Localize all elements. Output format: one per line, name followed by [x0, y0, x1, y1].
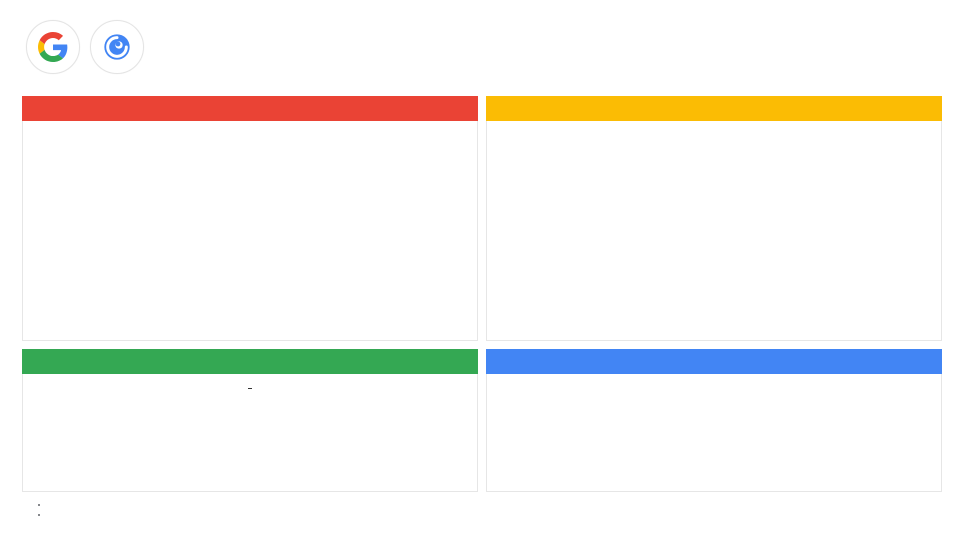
- reference-item-1: [48, 501, 940, 508]
- line-chart-nq: [894, 434, 933, 487]
- logo-group: [26, 20, 144, 74]
- cross-attention-diagram-graphic: [371, 185, 471, 243]
- method-title: [486, 96, 942, 121]
- references: [22, 497, 940, 521]
- section-method: [486, 96, 942, 341]
- section-introduction: [22, 96, 478, 341]
- line-chart-msmarco: [853, 379, 892, 432]
- latency-bar-chart: [697, 375, 851, 433]
- poster-header: [0, 0, 960, 92]
- recall-bar-chart: [697, 437, 851, 495]
- bar-charts: [697, 375, 851, 499]
- introduction-title: [22, 96, 478, 121]
- introduction-text: [32, 129, 310, 135]
- experiments-title: [486, 349, 942, 374]
- theorem-formula: [33, 388, 467, 389]
- single-vector-diagram-graphic: [371, 127, 471, 182]
- single-vector-diagram: [313, 127, 472, 182]
- late-interaction-diagram: [313, 246, 472, 302]
- late-interaction-diagram-graphic: [371, 246, 471, 302]
- introduction-figures: [313, 125, 472, 305]
- line-chart-quora: [853, 434, 892, 487]
- section-approach: [22, 349, 478, 492]
- approach-title: [22, 349, 478, 374]
- fde-generation-figure: [749, 127, 937, 191]
- reference-item-2: [48, 511, 940, 518]
- line-chart-hotpotqa: [894, 379, 933, 432]
- method-text: [496, 129, 744, 144]
- experiments-text: [496, 381, 696, 387]
- muvera-vs-plaid-figure: [749, 201, 937, 261]
- cross-attention-diagram: [313, 185, 472, 243]
- section-experiments: [486, 349, 942, 492]
- google-g-icon: [26, 20, 80, 74]
- recall-line-charts: [853, 379, 933, 487]
- method-figures: [749, 127, 937, 271]
- fraction: [248, 388, 252, 389]
- line-chart-legend: [931, 434, 940, 468]
- deepmind-swirl-icon: [90, 20, 144, 74]
